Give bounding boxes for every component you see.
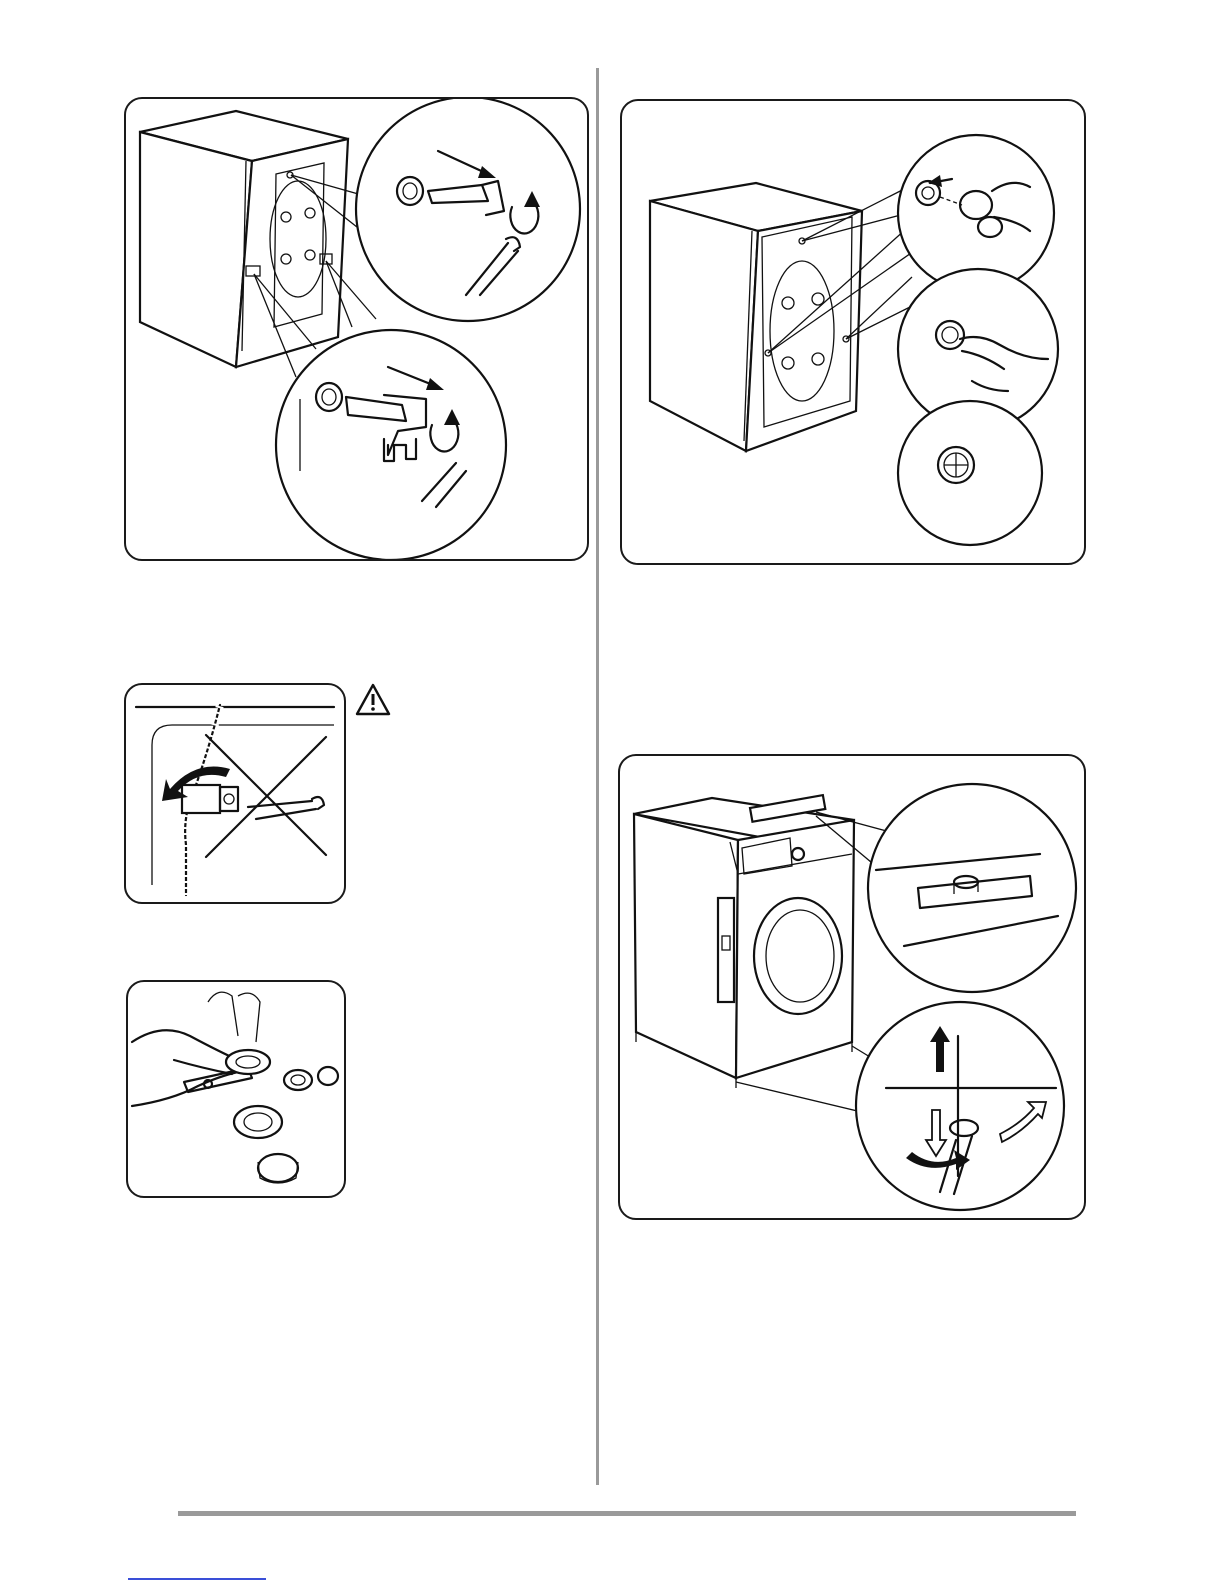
figure-remove-transit-bolts <box>124 97 589 561</box>
figure-insert-plastic-caps <box>620 99 1086 565</box>
footer-rule <box>178 1511 1076 1516</box>
plastic-cap-insertion-illustration <box>622 101 1084 563</box>
figure-cut-caps-with-pliers <box>126 980 346 1198</box>
column-divider <box>596 68 599 1485</box>
hose-support-warning-illustration <box>126 685 344 902</box>
warning-triangle-icon <box>355 683 391 716</box>
transit-bolt-removal-illustration <box>126 99 587 559</box>
cap-cutting-illustration <box>128 982 344 1196</box>
figure-level-appliance <box>618 754 1086 1220</box>
figure-do-not-remove-hose-support <box>124 683 346 904</box>
levelling-feet-illustration <box>620 756 1084 1218</box>
footer-link-underline[interactable] <box>128 1578 266 1580</box>
